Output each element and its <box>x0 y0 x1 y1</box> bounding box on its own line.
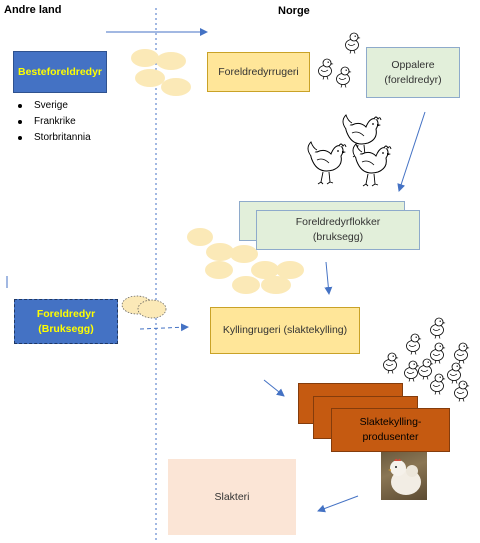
box-oppalere: Oppalere (foreldredyr) <box>366 47 460 98</box>
box-foreldredyrflokker: Foreldredyrflokker (bruksegg) <box>256 210 420 250</box>
chicken-photo <box>381 452 427 500</box>
arrow-dashed-to-kyllingrugeri <box>139 323 189 332</box>
box-label: Foreldredyr (Bruksegg) <box>36 307 96 335</box>
arrow-to-kyllingrugeri <box>324 261 333 295</box>
box-label: Foreldredyrrugeri <box>218 65 299 78</box>
arrow-to-foreldredyrflokker <box>397 111 426 192</box>
egg-icon <box>131 49 191 96</box>
box-besteforeldredyr: Besteforeldredyr <box>13 51 107 93</box>
arrow-to-slakteri <box>317 495 359 513</box>
box-label: Slaktekylling- produsenter <box>359 416 422 443</box>
header-norway: Norge <box>278 5 310 17</box>
box-foreldredyrrugeri: Foreldredyrrugeri <box>207 52 310 92</box>
list-item: Sverige <box>14 98 91 114</box>
list-item: Frankrike <box>14 114 91 130</box>
chick-icon <box>318 32 361 88</box>
box-slaktekylling-produsenter: Slaktekylling- produsenter <box>331 408 450 452</box>
country-list: Sverige Frankrike Storbritannia <box>14 98 91 146</box>
box-foreldredyr-bruksegg: Foreldredyr (Bruksegg) <box>14 299 118 344</box>
box-slakteri: Slakteri <box>168 459 296 535</box>
box-label: Kyllingrugeri (slaktekylling) <box>222 324 348 336</box>
header-other-countries: Andre land <box>4 4 62 16</box>
box-label: Oppalere (foreldredyr) <box>384 58 442 86</box>
list-item: Storbritannia <box>14 130 91 146</box>
egg-icon <box>187 228 304 294</box>
box-label: Foreldredyrflokker (bruksegg) <box>295 216 381 243</box>
egg-icon <box>121 295 167 319</box>
arrow-to-slaktekylling <box>263 379 285 397</box>
box-label: Besteforeldredyr <box>17 65 103 78</box>
hen-icon <box>307 114 392 187</box>
box-label: Slakteri <box>214 490 250 503</box>
box-kyllingrugeri: Kyllingrugeri (slaktekylling) <box>210 307 360 354</box>
